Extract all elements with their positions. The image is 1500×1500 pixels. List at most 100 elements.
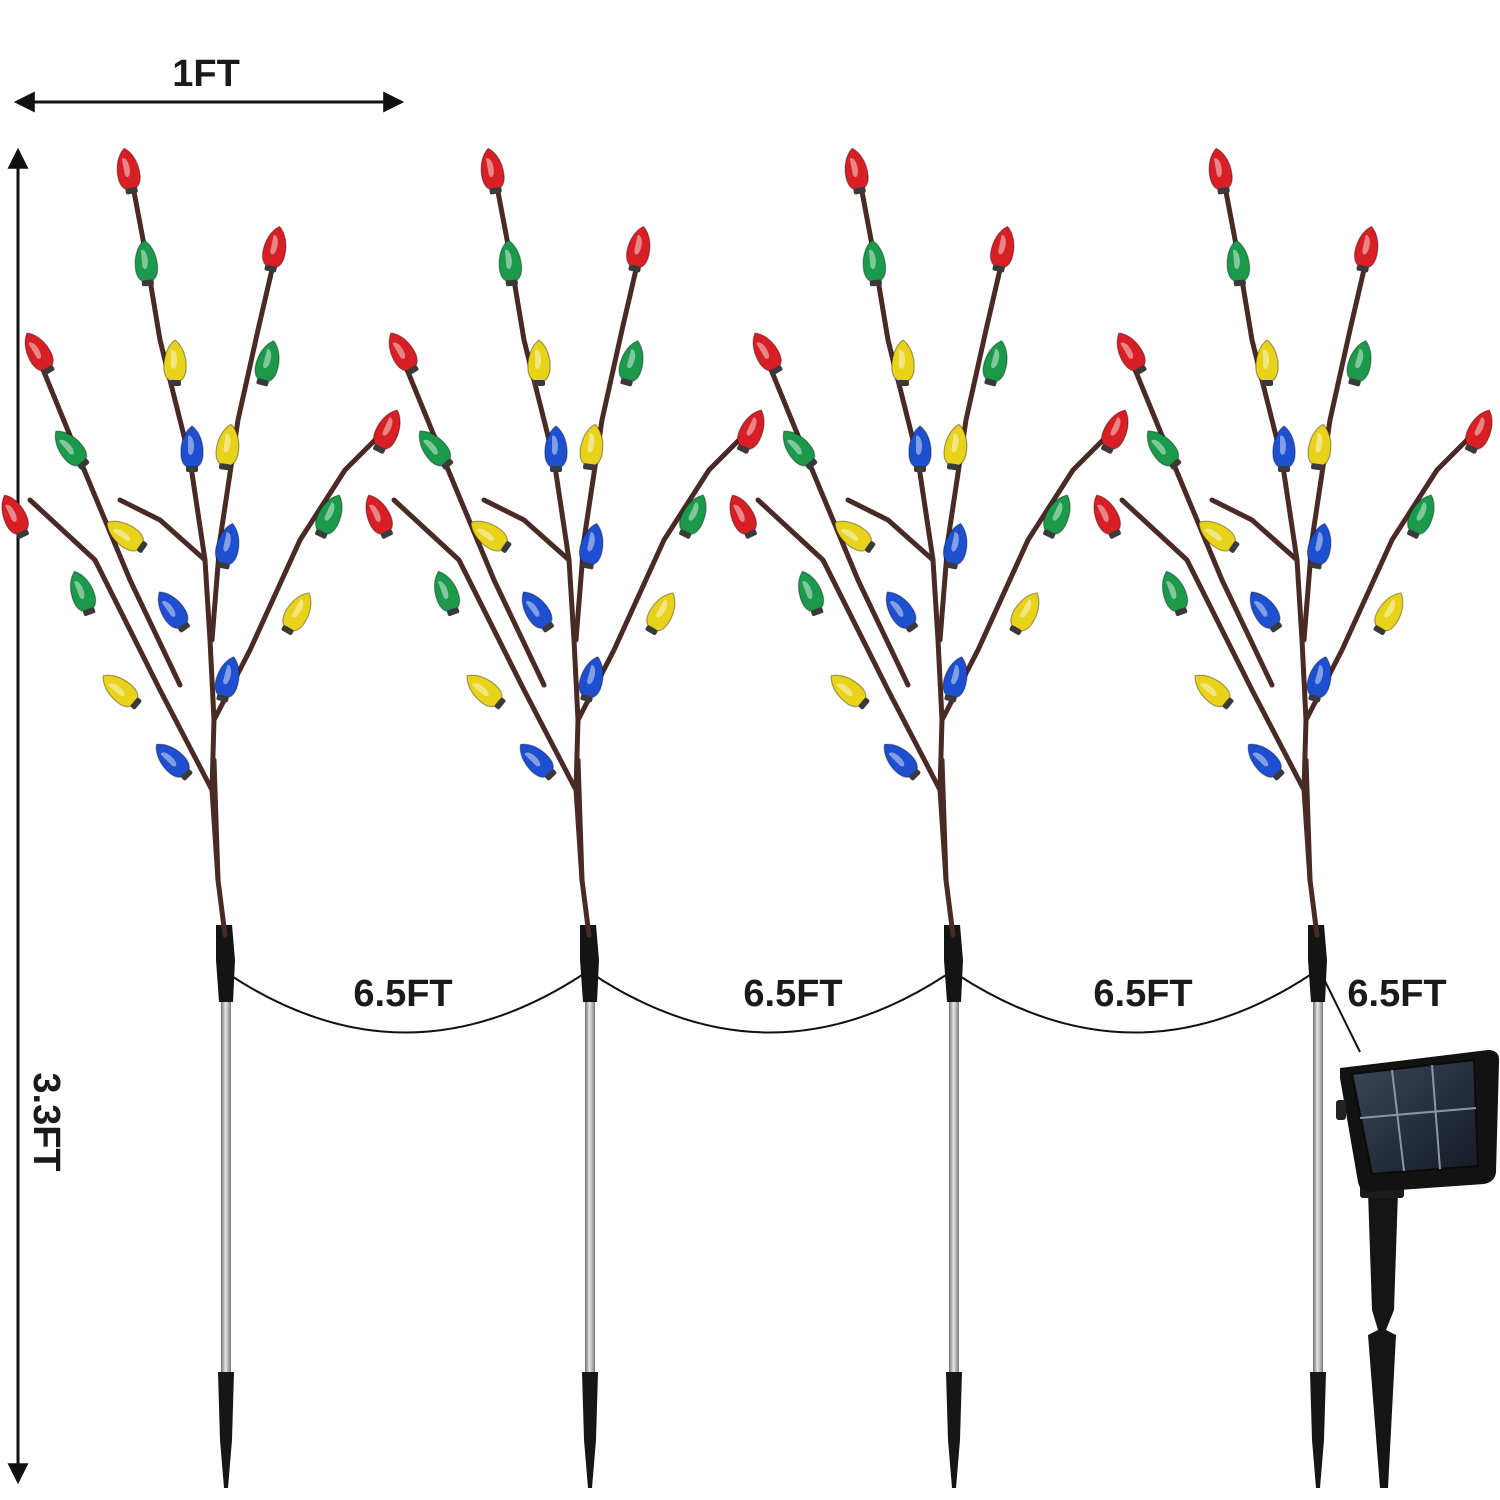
- bulb-socket: [16, 529, 29, 539]
- bulb-highlight: [1315, 665, 1324, 685]
- branch: [760, 347, 911, 688]
- bulb-socket: [1278, 466, 1290, 472]
- bulb-highlight: [899, 349, 905, 369]
- bulb-socket: [737, 444, 750, 454]
- bulb-highlight: [1110, 417, 1121, 436]
- light-bulb: [579, 423, 604, 471]
- bulb-socket: [181, 769, 193, 781]
- light-bulb: [315, 494, 343, 539]
- wire-connector: [580, 925, 599, 1002]
- bulb-socket: [858, 697, 870, 710]
- bulb-highlight: [1020, 599, 1032, 618]
- bulb-socket: [805, 458, 818, 470]
- bulb-socket: [1101, 444, 1114, 454]
- bulb-socket: [1134, 365, 1147, 376]
- solar-cell-line-h: [1359, 1107, 1477, 1119]
- light-bulb: [521, 591, 554, 633]
- bulb-socket: [125, 187, 138, 195]
- light-bulb: [982, 340, 1008, 387]
- light-bulb: [102, 674, 142, 710]
- bulb-socket: [945, 561, 958, 570]
- bulb-socket: [992, 264, 1005, 273]
- bulb-socket: [1310, 463, 1324, 471]
- bulb-socket: [1356, 264, 1369, 273]
- light-bulb: [834, 520, 876, 553]
- bulb-socket: [1373, 625, 1386, 636]
- light-stake-1: [1, 147, 401, 1488]
- width-label: 1FT: [172, 53, 240, 95]
- light-bulb: [163, 339, 187, 386]
- bulb-highlight: [525, 601, 540, 617]
- bulb-highlight: [746, 417, 757, 436]
- bulb-socket: [679, 529, 692, 539]
- bulb-highlight: [802, 581, 813, 600]
- light-bulb: [373, 409, 401, 454]
- bulb-socket: [489, 187, 502, 195]
- bulb-socket: [1222, 697, 1234, 710]
- bulb-highlight: [587, 433, 595, 453]
- light-bulb: [1255, 339, 1279, 386]
- bulb-highlight: [1052, 502, 1063, 521]
- bulb-highlight: [472, 683, 489, 697]
- branch: [481, 497, 572, 563]
- light-bulb: [942, 656, 968, 703]
- stake-spike: [582, 1372, 598, 1488]
- bulb-highlight: [485, 158, 494, 178]
- bulb-highlight: [1280, 435, 1286, 455]
- light-bulb: [737, 409, 765, 454]
- connection-wires: [229, 974, 1361, 1053]
- bulb-highlight: [524, 752, 541, 767]
- bulb-socket: [1217, 187, 1230, 195]
- light-bulb: [365, 494, 393, 539]
- wire-connector: [1308, 925, 1327, 1002]
- bulb-socket: [744, 529, 757, 539]
- bulb-socket: [501, 541, 512, 553]
- bulb-highlight: [916, 435, 922, 455]
- light-bulb: [942, 522, 968, 570]
- bulb-socket: [1261, 380, 1273, 386]
- bulb-socket: [580, 694, 593, 703]
- light-stake-4: [1093, 147, 1493, 1488]
- bulb-highlight: [121, 158, 130, 178]
- branch: [27, 497, 215, 793]
- cable-label-3: 6.5FT: [1093, 973, 1192, 1015]
- cable-label-4: 6.5FT: [1347, 973, 1446, 1015]
- bulb-highlight: [1252, 752, 1269, 767]
- light-bulb: [830, 674, 870, 710]
- bulb-highlight: [849, 158, 858, 178]
- bulb-highlight: [998, 235, 1006, 255]
- bulb-highlight: [951, 433, 959, 453]
- bulb-highlight: [733, 504, 745, 523]
- metal-stake: [585, 995, 595, 1375]
- light-bulb: [1346, 340, 1372, 387]
- light-bulb: [1226, 239, 1251, 287]
- light-bulb: [989, 225, 1015, 273]
- bulb-highlight: [991, 349, 1000, 369]
- bulb-socket: [1108, 529, 1121, 539]
- bulb-socket: [42, 365, 55, 376]
- cable-label-1: 6.5FT: [353, 973, 452, 1015]
- light-bulb: [466, 674, 506, 710]
- bulb-socket: [545, 769, 557, 781]
- bulb-socket: [582, 463, 596, 471]
- bulb-socket: [83, 607, 96, 617]
- bulb-highlight: [108, 683, 125, 697]
- bulb-socket: [1309, 561, 1322, 570]
- bulb-socket: [1009, 625, 1022, 636]
- metal-stake: [221, 995, 231, 1375]
- bulb-highlight: [140, 249, 148, 269]
- light-bulb: [908, 425, 932, 472]
- bulb-highlight: [1474, 417, 1485, 436]
- bulb-socket: [1308, 694, 1321, 703]
- branch: [32, 347, 183, 688]
- branch: [939, 417, 1126, 723]
- metal-stake: [1313, 995, 1323, 1375]
- light-bulb: [1093, 494, 1121, 539]
- bulb-socket: [169, 380, 181, 386]
- branch: [209, 232, 283, 643]
- wire-2: [593, 974, 947, 1034]
- bulb-socket: [130, 697, 142, 710]
- branch: [573, 232, 647, 643]
- branch: [1209, 497, 1300, 563]
- light-bulb: [418, 430, 454, 470]
